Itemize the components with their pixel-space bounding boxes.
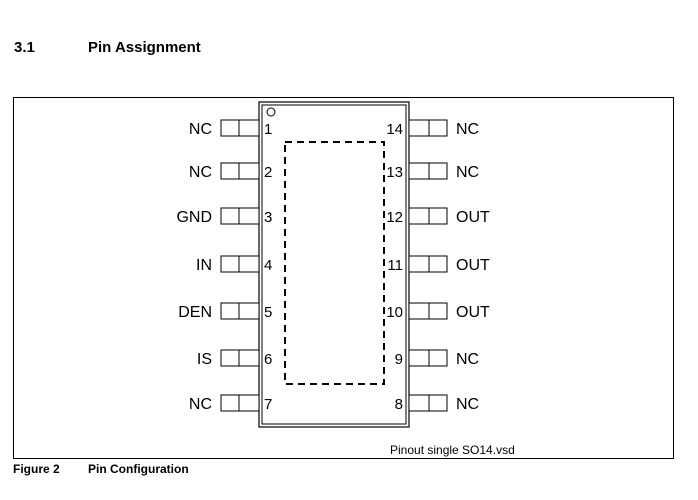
pin-label-left: NC	[189, 396, 212, 413]
pin-lead-right	[408, 255, 430, 273]
pin-number-right: 8	[395, 396, 403, 413]
pin-lead-right	[428, 119, 448, 137]
pin-lead-right	[408, 162, 430, 180]
pin-lead-right	[408, 394, 430, 412]
pin-lead-right	[408, 119, 430, 137]
pin-number-left: 4	[264, 257, 272, 274]
pin-label-right: OUT	[456, 304, 490, 321]
pin-lead-right	[408, 302, 430, 320]
pin-label-left: NC	[189, 121, 212, 138]
pin-lead-left	[220, 119, 240, 137]
pin-lead-left	[220, 394, 240, 412]
pin-lead-left	[238, 119, 260, 137]
pin-number-left: 3	[264, 209, 272, 226]
pin1-marker	[266, 107, 276, 117]
pin-label-right: NC	[456, 396, 479, 413]
pin-label-left: IN	[196, 257, 212, 274]
pin-number-left: 7	[264, 396, 272, 413]
section-title: Pin Assignment	[88, 39, 201, 56]
pin-label-right: NC	[456, 121, 479, 138]
pin-number-right: 10	[386, 304, 403, 321]
pin-lead-left	[220, 349, 240, 367]
pin-label-right: OUT	[456, 257, 490, 274]
pin-number-right: 13	[386, 164, 403, 181]
pin-number-right: 11	[387, 257, 403, 274]
pin-number-right: 9	[395, 351, 403, 368]
pin-lead-left	[238, 349, 260, 367]
pin-lead-left	[238, 207, 260, 225]
pin-label-left: GND	[176, 209, 212, 226]
section-number: 3.1	[14, 39, 35, 56]
pin-number-left: 2	[264, 164, 272, 181]
pin-lead-right	[428, 207, 448, 225]
pin-number-left: 1	[264, 121, 272, 138]
figure-frame	[13, 97, 674, 459]
pin-lead-right	[408, 349, 430, 367]
pin-lead-left	[238, 302, 260, 320]
pin-label-right: NC	[456, 164, 479, 181]
pin-label-left: DEN	[178, 304, 212, 321]
pin-label-left: NC	[189, 164, 212, 181]
pin-lead-right	[428, 349, 448, 367]
pin-number-left: 5	[264, 304, 272, 321]
pin-lead-right	[408, 207, 430, 225]
pin-number-right: 14	[386, 121, 403, 138]
pin-label-left: IS	[197, 351, 212, 368]
diagram-filename: Pinout single SO14.vsd	[390, 443, 515, 457]
pin-lead-right	[428, 255, 448, 273]
pin-lead-right	[428, 394, 448, 412]
pin-lead-right	[428, 162, 448, 180]
package-inner	[261, 104, 407, 425]
exposed-pad	[284, 141, 385, 385]
pin-number-left: 6	[264, 351, 272, 368]
pin-label-right: OUT	[456, 209, 490, 226]
pin-number-right: 12	[386, 209, 403, 226]
pin-label-right: NC	[456, 351, 479, 368]
pin-lead-left	[220, 302, 240, 320]
pin-lead-left	[238, 255, 260, 273]
pin-lead-left	[220, 162, 240, 180]
pin-lead-left	[220, 207, 240, 225]
pin-lead-right	[428, 302, 448, 320]
pin-lead-left	[238, 162, 260, 180]
pin-lead-left	[220, 255, 240, 273]
figure-caption: Pin Configuration	[88, 462, 189, 476]
pin-lead-left	[238, 394, 260, 412]
figure-number: Figure 2	[13, 462, 60, 476]
